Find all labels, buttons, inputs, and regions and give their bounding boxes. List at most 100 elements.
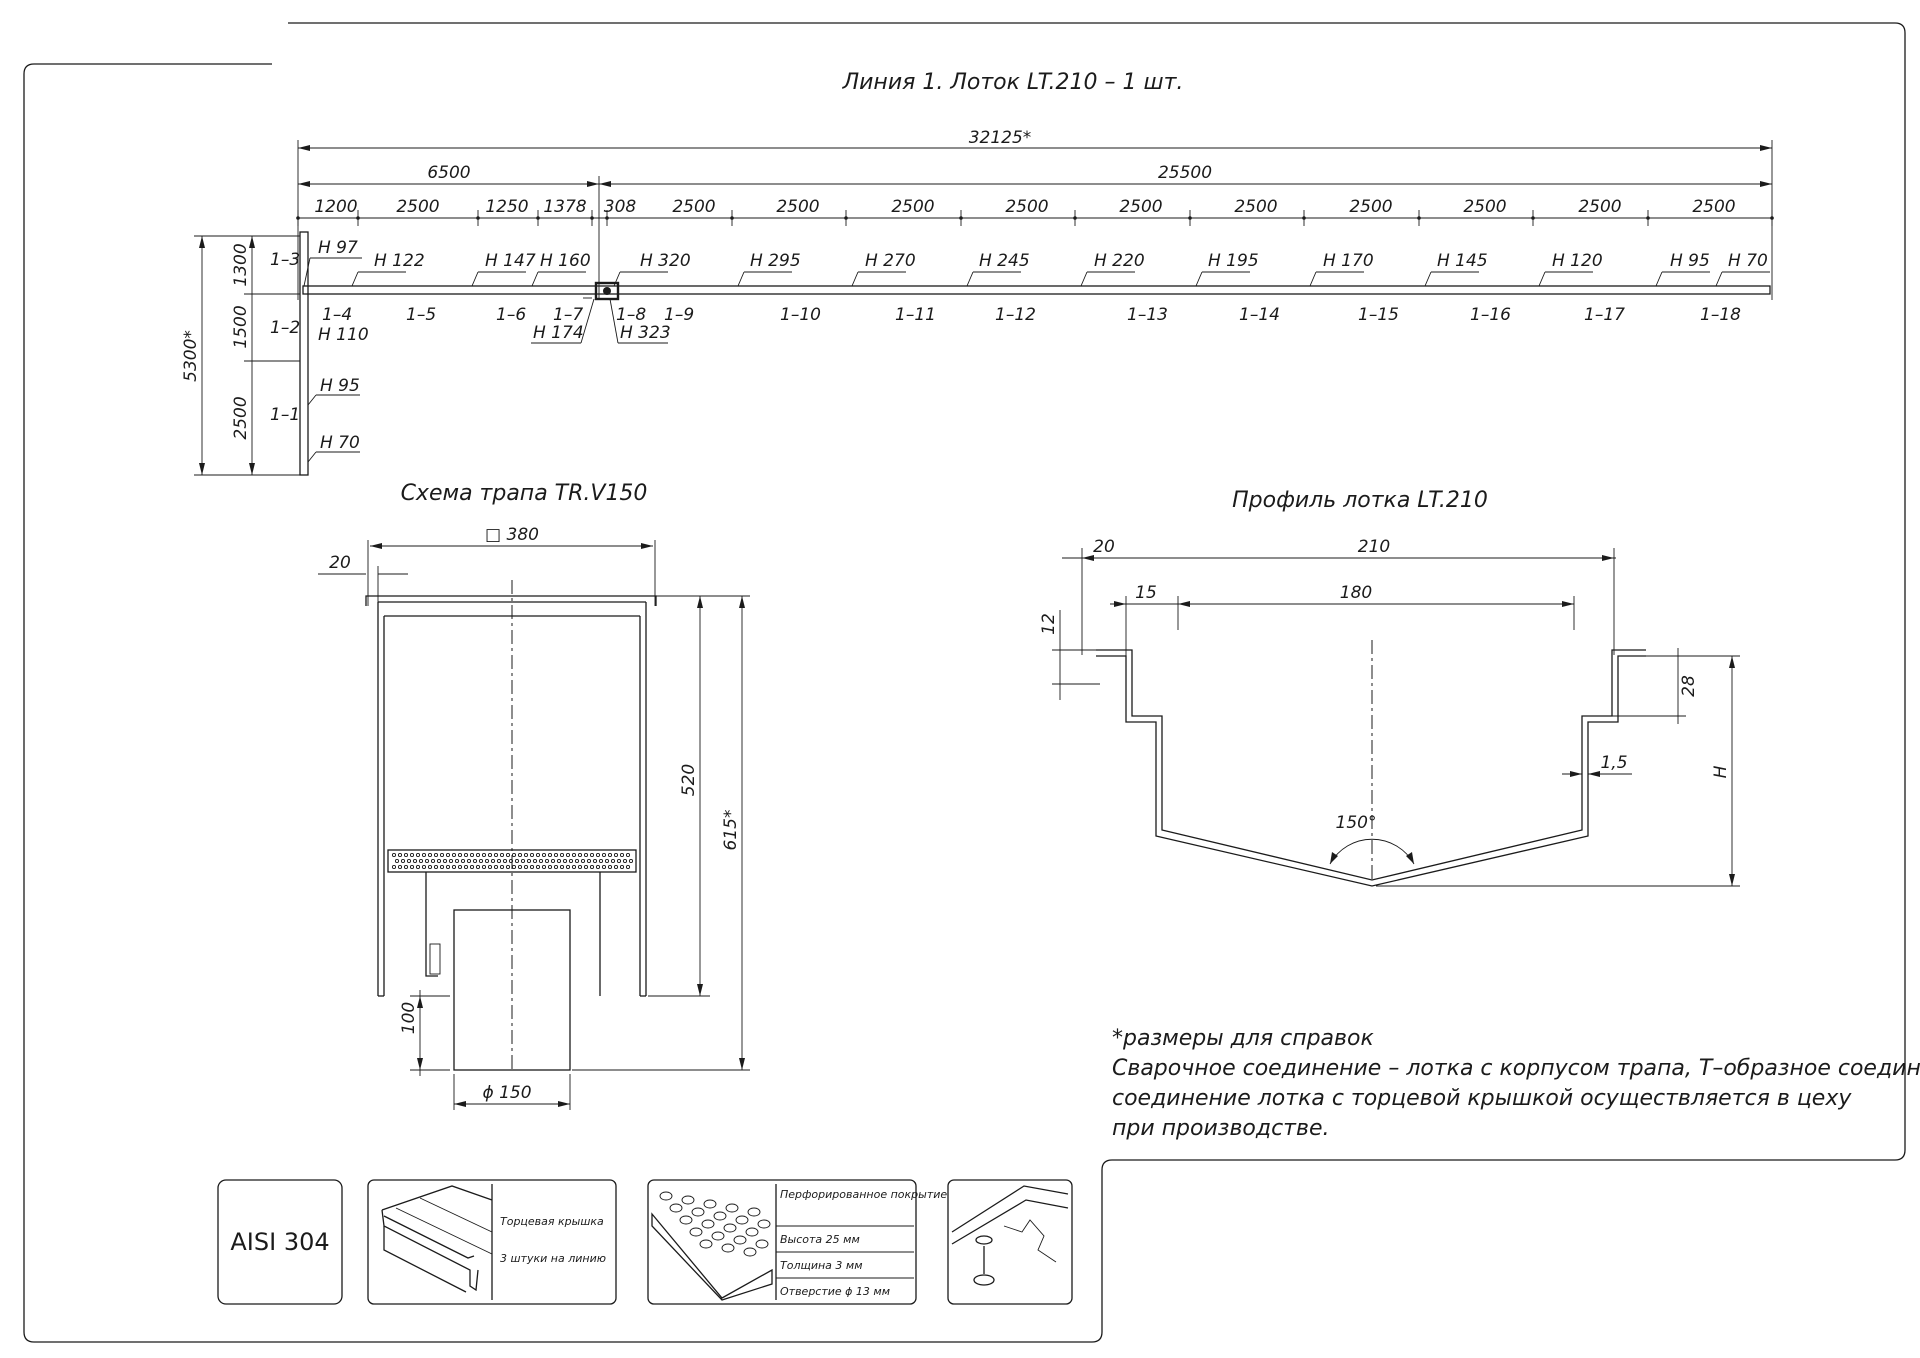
- height-leader: [471, 271, 479, 287]
- dimension-dot: [730, 216, 734, 220]
- grate-hole: [681, 1195, 695, 1205]
- perforation-hole: [547, 864, 553, 870]
- height-label: H 295: [750, 251, 801, 271]
- perforation-hole: [559, 852, 565, 858]
- dimension-dot: [1073, 216, 1077, 220]
- height-leader: [1715, 271, 1723, 287]
- perforation-hole: [472, 858, 478, 864]
- notes: *размеры для справок Сварочное соединени…: [1112, 1026, 1920, 1141]
- grate-hole: [679, 1215, 693, 1225]
- channel-profile: 20 210 15 180 12 150° 28 1,5: [1039, 537, 1740, 887]
- profile-step: 15: [1135, 583, 1157, 603]
- dimension-dot: [296, 216, 300, 220]
- plan-left-dimensions: 5300* 1300 1500 2500 1–3 1–2 1–1: [181, 235, 300, 476]
- perforation-hole: [421, 852, 427, 858]
- segment-length: 2500: [396, 197, 439, 217]
- perforation-hole: [595, 852, 601, 858]
- perforation-hole: [487, 864, 493, 870]
- perforation-hole: [427, 852, 433, 858]
- section-label: 1–17: [1584, 305, 1625, 325]
- perforation-hole: [601, 852, 607, 858]
- part-b-length: 25500: [1158, 163, 1212, 183]
- perforation-hole: [514, 858, 520, 864]
- perforation-hole: [415, 864, 421, 870]
- channel-plan: H 97 H 122 H 147 H 160 H 320 H 295 H 270…: [299, 231, 1771, 476]
- perforation-hole: [457, 864, 463, 870]
- grate-hole: [745, 1227, 759, 1237]
- endcap-illustration: [381, 1185, 493, 1293]
- grate-hole: [733, 1235, 747, 1245]
- perforation-hole: [544, 858, 550, 864]
- perforation-hole: [562, 858, 568, 864]
- segment-length: 2500: [1349, 197, 1392, 217]
- height-leader: [1309, 271, 1317, 287]
- section-label: 1–4: [322, 305, 352, 325]
- grate-row: Перфорированное покрытие: [780, 1188, 947, 1201]
- profile-angle: 150°: [1336, 813, 1377, 833]
- perforation-hole: [619, 864, 625, 870]
- perforation-hole: [571, 852, 577, 858]
- perforation-hole: [628, 858, 634, 864]
- height-label: H 120: [1552, 251, 1603, 271]
- section-label: 1–14: [1239, 305, 1280, 325]
- perforation-hole: [403, 864, 409, 870]
- perforation-hole: [592, 858, 598, 864]
- section-label: 1–5: [406, 305, 436, 325]
- perforation-hole: [589, 864, 595, 870]
- grate-illustration: [651, 1191, 773, 1301]
- perforation-hole: [460, 858, 466, 864]
- perforation-hole: [559, 864, 565, 870]
- height-label-drain-left: H 174: [533, 323, 584, 343]
- grate-hole: [755, 1239, 769, 1249]
- perforation-hole: [442, 858, 448, 864]
- left-section-label: 1–3: [270, 250, 300, 270]
- section-label: 1–13: [1127, 305, 1168, 325]
- drain-body-height: 520: [679, 764, 699, 796]
- perforation-hole: [394, 858, 400, 864]
- grate-hole: [701, 1219, 715, 1229]
- perforation-hole: [604, 858, 610, 864]
- profile-height: H: [1711, 765, 1731, 778]
- perforation-hole: [520, 858, 526, 864]
- perforation-hole: [511, 864, 517, 870]
- perforation-hole: [541, 852, 547, 858]
- section-label: 1–16: [1470, 305, 1511, 325]
- height-label: H 160: [540, 251, 591, 271]
- perforation-hole: [478, 858, 484, 864]
- drain-title: Схема трапа TR.V150: [401, 481, 648, 506]
- segment-length: 1200: [314, 197, 357, 217]
- segment-length: 1378: [543, 197, 586, 217]
- grate-hole: [699, 1239, 713, 1249]
- perforation-hole: [616, 858, 622, 864]
- left-segment: 1300: [231, 243, 251, 286]
- profile-flange: 20: [1093, 537, 1115, 557]
- segment-length: 2500: [891, 197, 934, 217]
- section-label: 1–8: [616, 305, 646, 325]
- dimension-dot: [590, 216, 594, 220]
- height-label: H 145: [1437, 251, 1488, 271]
- dimension-dot: [959, 216, 963, 220]
- sheet-frame: [23, 22, 1906, 1343]
- perforation-hole: [418, 858, 424, 864]
- section-label: 1–10: [780, 305, 821, 325]
- segment-length: 2500: [776, 197, 819, 217]
- perforation-hole: [484, 858, 490, 864]
- left-section-label: 1–2: [270, 318, 300, 338]
- perforation-hole: [598, 858, 604, 864]
- perforation-hole: [439, 852, 445, 858]
- perforation-hole: [415, 852, 421, 858]
- perforation-hole: [457, 852, 463, 858]
- perforation-hole: [541, 864, 547, 870]
- grate-hole: [725, 1203, 739, 1213]
- height-leader: [1424, 271, 1432, 287]
- height-label: H 122: [374, 251, 425, 271]
- perforation-hole: [499, 864, 505, 870]
- drain-marker: [603, 287, 611, 295]
- height-label: H 170: [1323, 251, 1374, 271]
- perforation-hole: [565, 852, 571, 858]
- section-label: 1–15: [1358, 305, 1399, 325]
- grate-hole: [703, 1199, 717, 1209]
- segment-length: 2500: [1692, 197, 1735, 217]
- height-label: H 70: [1728, 251, 1768, 271]
- perforation-hole: [448, 858, 454, 864]
